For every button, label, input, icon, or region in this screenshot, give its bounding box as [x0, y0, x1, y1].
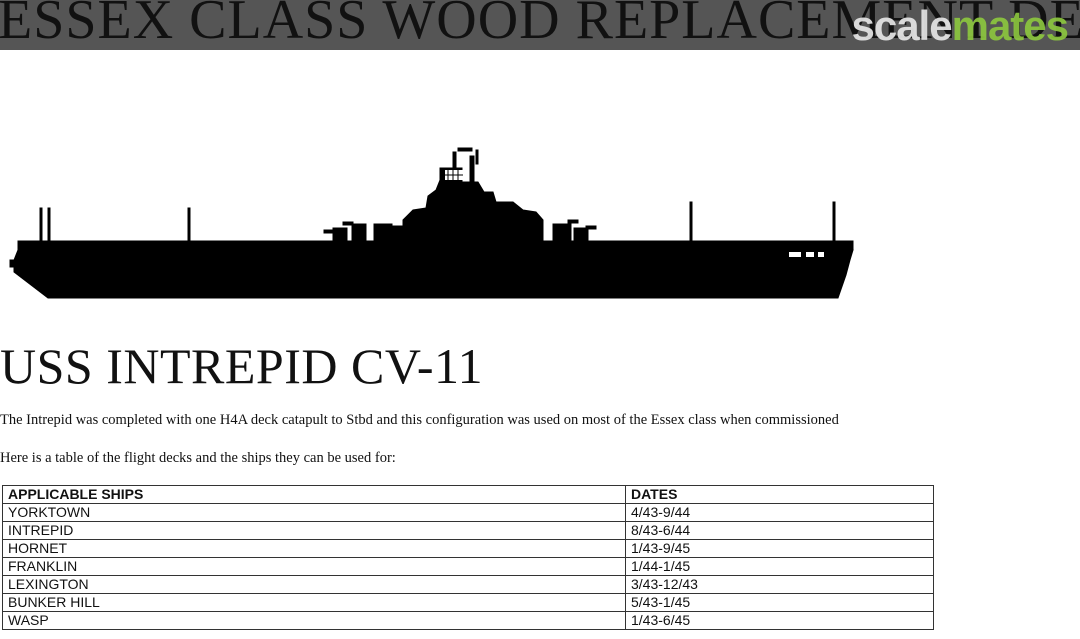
watermark-scale: scale: [851, 2, 952, 49]
table-header-row: APPLICABLE SHIPS DATES: [2, 485, 934, 504]
ship-cell: INTREPID: [2, 521, 626, 540]
dates-cell: 5/43-1/45: [625, 593, 934, 612]
dates-cell: 4/43-9/44: [625, 503, 934, 522]
scalemates-watermark[interactable]: scalemates: [851, 2, 1069, 50]
ship-cell: LEXINGTON: [2, 575, 626, 594]
intro-text: The Intrepid was completed with one H4A …: [0, 412, 839, 428]
banner-title: ESSEX CLASS WOOD REPLACEMENT DECKS: [0, 0, 1080, 50]
table-row: INTREPID 8/43-6/44: [2, 521, 934, 540]
top-banner: ESSEX CLASS WOOD REPLACEMENT DECKS scale…: [0, 0, 1080, 50]
header-dates: DATES: [625, 485, 934, 504]
table-row: LEXINGTON 3/43-12/43: [2, 575, 934, 594]
header-applicable-ships: APPLICABLE SHIPS: [2, 485, 626, 504]
table-row: WASP 1/43-6/45: [2, 611, 934, 630]
table-row: FRANKLIN 1/44-1/45: [2, 557, 934, 576]
watermark-mates: mates: [951, 2, 1069, 49]
ship-cell: YORKTOWN: [2, 503, 626, 522]
ship-cell: HORNET: [2, 539, 626, 558]
dates-cell: 8/43-6/44: [625, 521, 934, 540]
dates-cell: 1/43-9/45: [625, 539, 934, 558]
table-row: BUNKER HILL 5/43-1/45: [2, 593, 934, 612]
aircraft-carrier-silhouette-icon: [9, 147, 854, 299]
page-title: USS INTREPID CV-11: [0, 338, 484, 394]
ship-cell: FRANKLIN: [2, 557, 626, 576]
dates-cell: 1/43-6/45: [625, 611, 934, 630]
table-row: YORKTOWN 4/43-9/44: [2, 503, 934, 522]
dates-cell: 3/43-12/43: [625, 575, 934, 594]
table-row: HORNET 1/43-9/45: [2, 539, 934, 558]
ship-cell: BUNKER HILL: [2, 593, 626, 612]
table-intro-text: Here is a table of the flight decks and …: [0, 450, 396, 466]
ship-cell: WASP: [2, 611, 626, 630]
flight-decks-table: APPLICABLE SHIPS DATES YORKTOWN 4/43-9/4…: [2, 485, 934, 630]
dates-cell: 1/44-1/45: [625, 557, 934, 576]
